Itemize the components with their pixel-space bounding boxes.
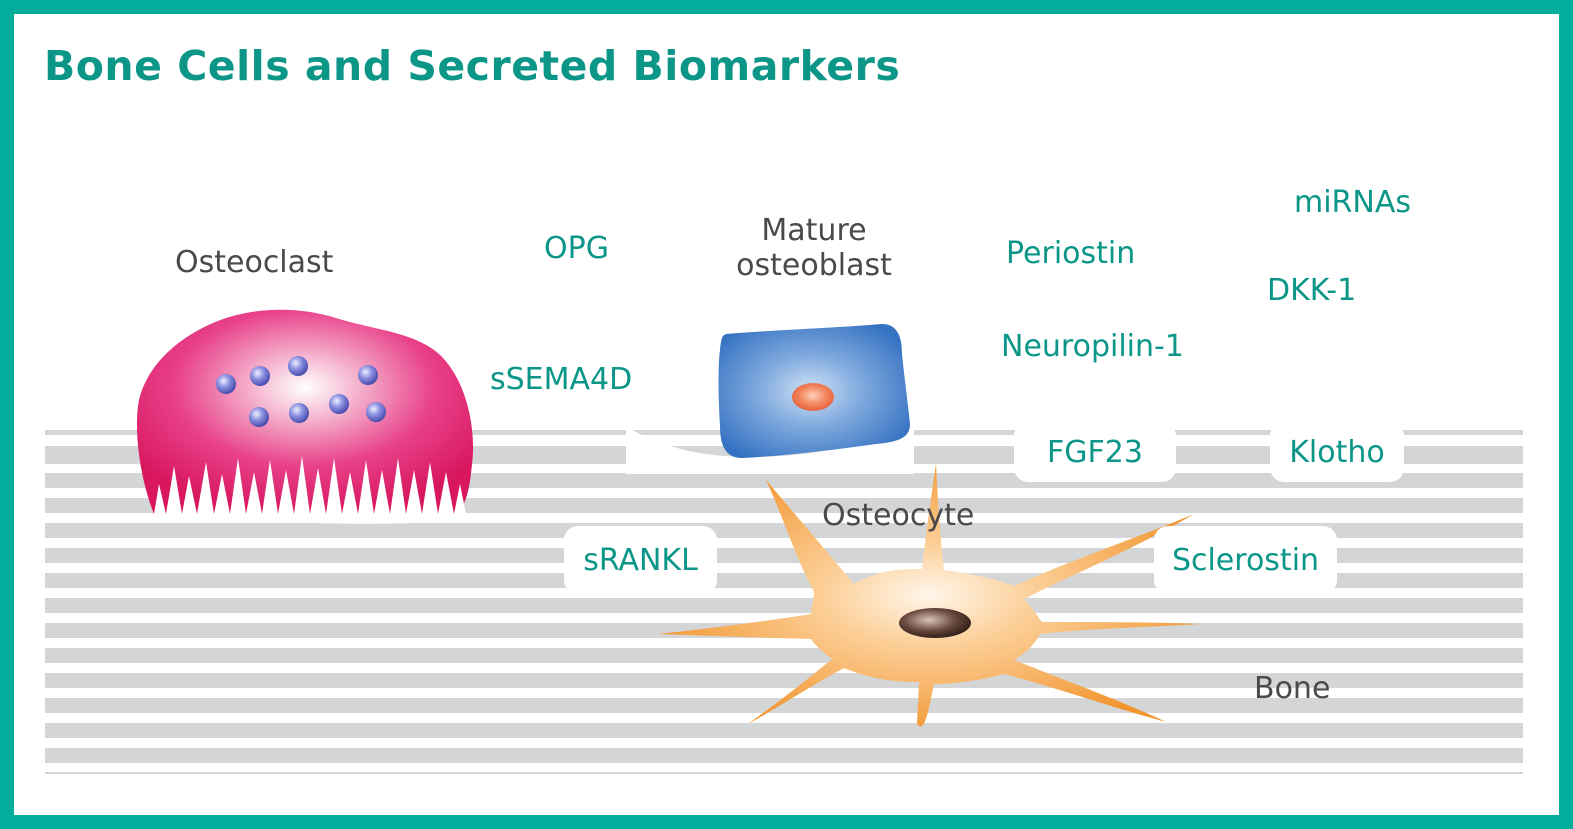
osteoblast-cell <box>718 324 910 458</box>
bone-scene <box>45 309 1523 774</box>
marker-klotho: Klotho <box>1270 422 1404 482</box>
marker-mirnas: miRNAs <box>1294 185 1411 220</box>
resorption-pit <box>626 426 914 474</box>
marker-neuropilin1: Neuropilin-1 <box>1001 329 1184 364</box>
marker-periostin: Periostin <box>1006 236 1136 271</box>
osteoclast-label: Osteoclast <box>175 245 334 280</box>
marker-sclerostin: Sclerostin <box>1154 526 1337 594</box>
diagram-title: Bone Cells and Secreted Biomarkers <box>44 42 901 90</box>
bone-layers <box>45 430 1523 774</box>
osteocyte-label: Osteocyte <box>822 498 975 533</box>
osteocyte-cell <box>658 464 1200 727</box>
mature-osteoblast-label-line2: osteoblast <box>736 247 892 283</box>
osteocyte-nucleus <box>899 608 971 638</box>
osteoblast-nucleus <box>792 383 834 411</box>
bone-label: Bone <box>1254 671 1331 706</box>
osteoclast-cell <box>136 309 474 524</box>
osteoclast-nuclei <box>216 356 386 427</box>
marker-ssema4d: sSEMA4D <box>490 362 633 397</box>
marker-fgf23: FGF23 <box>1014 422 1176 482</box>
marker-dkk1: DKK-1 <box>1267 273 1357 308</box>
marker-srankl: sRANKL <box>564 526 717 594</box>
mature-osteoblast-label: Mature osteoblast <box>714 213 914 283</box>
marker-opg: OPG <box>544 231 609 266</box>
mature-osteoblast-label-line1: Mature <box>761 213 867 248</box>
